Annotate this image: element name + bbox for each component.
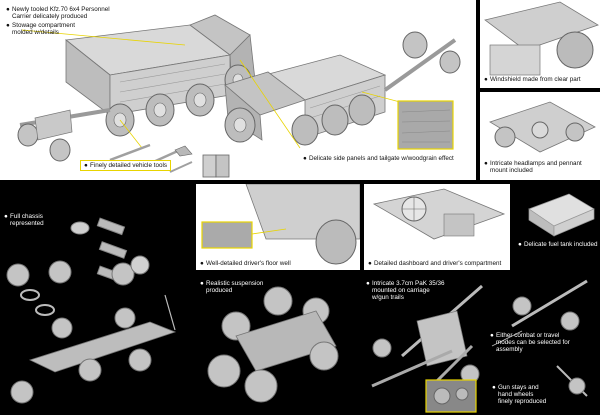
dashboard-panel: ●Detailed dashboard and driver's compart… <box>364 184 510 270</box>
caption-suspension: ●Realistic suspension produced <box>200 280 264 295</box>
caption-chassis: ●Full chassis represented <box>4 213 44 228</box>
pak-gun-panel: ●Intricate 3.7cm PaK 35/36 mounted on ca… <box>362 276 600 415</box>
caption-floor-well: ●Well-detailed driver's floor well <box>200 260 291 267</box>
windshield-illustration <box>484 1 599 76</box>
caption-dashboard: ●Detailed dashboard and driver's compart… <box>368 260 502 267</box>
caption-side-panels: ●Delicate side panels and tailgate w/woo… <box>303 155 454 162</box>
caption-modes: ●Either combat or travel modes can be se… <box>490 332 570 354</box>
caption-headlamps: ●Intricate headlamps and pennant mount i… <box>484 160 582 175</box>
caption-gun-stays: ●Gun stays and hand wheels finely reprod… <box>492 384 547 406</box>
suspension-panel: ●Realistic suspension produced <box>196 276 356 415</box>
windshield-panel: ●Windshield made from clear part <box>480 0 600 88</box>
caption-windshield: ●Windshield made from clear part <box>484 76 581 83</box>
truck-models-illustration <box>17 14 461 178</box>
caption-stowage: ●Stowage compartment molded w/details <box>6 22 75 37</box>
main-vehicle-panel: ●Newly tooled Kfz.70 6x4 Personnel Carri… <box>0 0 476 180</box>
headlamps-illustration <box>489 101 596 153</box>
caption-vehicle-tools: ●Finely detailed vehicle tools <box>80 160 172 172</box>
pak-gun-illustration <box>371 279 588 413</box>
floor-well-illustration <box>201 184 360 265</box>
caption-fuel-tank: ●Delicate fuel tank included <box>518 241 598 248</box>
fuel-tank-panel: ●Delicate fuel tank included <box>514 184 600 250</box>
chassis-panel: ●Full chassis represented <box>0 210 192 415</box>
fuel-tank-illustration <box>528 193 595 237</box>
dashboard-illustration <box>372 188 506 240</box>
chassis-illustration <box>6 217 177 404</box>
suspension-illustration <box>207 286 339 403</box>
caption-pak: ●Intricate 3.7cm PaK 35/36 mounted on ca… <box>366 280 445 302</box>
headlamps-panel: ●Intricate headlamps and pennant mount i… <box>480 92 600 180</box>
floor-well-panel: ●Well-detailed driver's floor well <box>196 184 360 270</box>
caption-personnel-carrier: ●Newly tooled Kfz.70 6x4 Personnel Carri… <box>6 6 110 21</box>
